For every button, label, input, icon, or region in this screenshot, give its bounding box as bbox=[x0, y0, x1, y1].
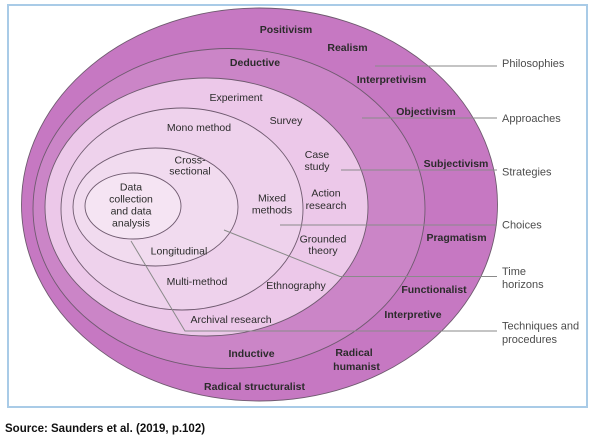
side-label-time-horizons-line1: Time bbox=[502, 266, 526, 278]
strategy-labels: Experiment Survey Case study Action rese… bbox=[190, 92, 346, 326]
leader-time-horizons bbox=[223, 229, 497, 277]
side-label-strategies: Strategies bbox=[502, 167, 552, 179]
label-radical-structuralist: Radical structuralist bbox=[204, 381, 305, 393]
label-interpretivism: Interpretivism bbox=[357, 74, 426, 86]
label-deductive: Deductive bbox=[230, 57, 280, 69]
label-realism: Realism bbox=[327, 42, 367, 54]
label-longitudinal: Longitudinal bbox=[151, 246, 208, 258]
label-mixed-methods-line2: methods bbox=[252, 205, 292, 217]
label-action-research-line2: research bbox=[306, 200, 347, 212]
side-labels: Philosophies Approaches Strategies Choic… bbox=[502, 58, 579, 346]
label-experiment: Experiment bbox=[209, 92, 262, 104]
label-mono-method: Mono method bbox=[167, 122, 231, 134]
choice-labels: Mono method Mixed methods Multi-method bbox=[167, 122, 292, 288]
label-mixed-methods-line1: Mixed bbox=[258, 193, 286, 205]
leader-lines bbox=[130, 65, 497, 332]
time-horizon-labels: Cross- sectional Longitudinal bbox=[151, 155, 211, 258]
label-objectivism: Objectivism bbox=[396, 106, 456, 118]
label-ethnography: Ethnography bbox=[266, 280, 326, 292]
ring-core bbox=[84, 172, 182, 240]
label-interpretive: Interpretive bbox=[384, 309, 441, 321]
label-case-study-line1: Case bbox=[305, 149, 330, 161]
side-label-techniques-line1: Techniques and bbox=[502, 321, 579, 333]
side-label-techniques-line2: procedures bbox=[502, 334, 558, 346]
label-functionalist: Functionalist bbox=[401, 284, 467, 296]
approach-labels: Deductive Inductive bbox=[228, 57, 280, 360]
label-data-collection-line4: analysis bbox=[112, 218, 150, 230]
side-label-philosophies: Philosophies bbox=[502, 58, 565, 70]
label-multi-method: Multi-method bbox=[167, 276, 228, 288]
label-action-research-line1: Action bbox=[311, 188, 340, 200]
label-radical-humanist-line1: Radical bbox=[335, 347, 372, 359]
label-data-collection-line3: and data bbox=[111, 206, 152, 218]
label-positivism: Positivism bbox=[260, 24, 313, 36]
label-radical-humanist-line2: humanist bbox=[333, 361, 380, 373]
label-data-collection-line2: collection bbox=[109, 194, 153, 206]
core-label: Data collection and data analysis bbox=[109, 182, 153, 230]
side-label-approaches: Approaches bbox=[502, 113, 561, 125]
label-survey: Survey bbox=[270, 115, 303, 127]
onion-rings bbox=[21, 7, 498, 402]
leader-techniques-procedures bbox=[130, 240, 497, 332]
label-cross-sectional-line2: sectional bbox=[169, 166, 210, 178]
source-caption: Source: Saunders et al. (2019, p.102) bbox=[5, 423, 205, 435]
label-pragmatism: Pragmatism bbox=[426, 232, 486, 244]
label-case-study-line2: study bbox=[304, 161, 330, 173]
side-label-time-horizons-line2: horizons bbox=[502, 279, 544, 291]
label-data-collection-line1: Data bbox=[120, 182, 142, 194]
label-cross-sectional-line1: Cross- bbox=[175, 155, 206, 167]
label-inductive: Inductive bbox=[228, 348, 274, 360]
label-archival-research: Archival research bbox=[190, 314, 271, 326]
side-label-choices: Choices bbox=[502, 220, 542, 232]
label-subjectivism: Subjectivism bbox=[424, 158, 489, 170]
label-grounded-theory-line1: Grounded bbox=[300, 234, 347, 246]
label-grounded-theory-line2: theory bbox=[308, 245, 338, 257]
philosophy-labels: Positivism Realism Interpretivism Object… bbox=[204, 24, 488, 393]
